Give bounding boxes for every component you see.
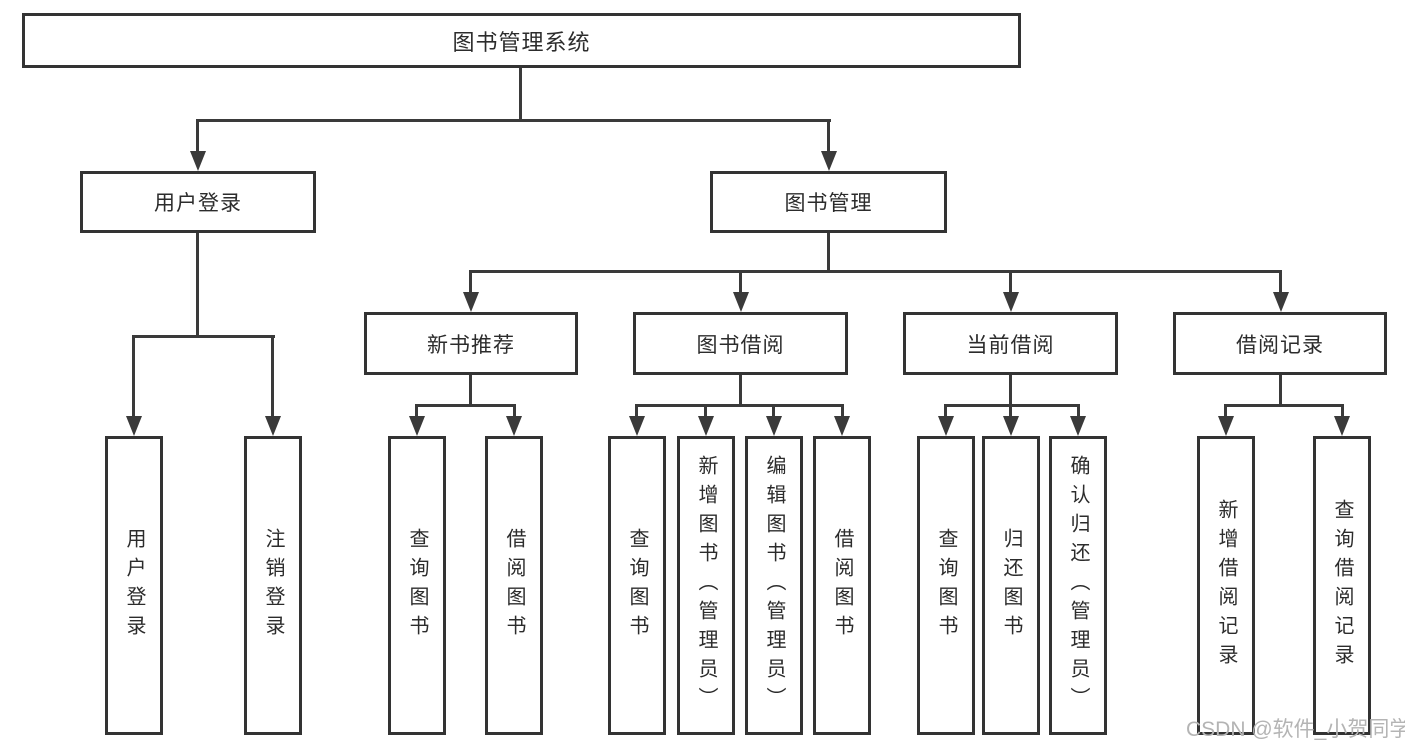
connector-vline <box>132 335 135 417</box>
leaf-label: 确认归还（管理员） <box>1067 455 1089 716</box>
connector-vline <box>271 335 274 417</box>
connector-vline <box>469 270 472 293</box>
arrow-down-icon <box>1273 292 1289 312</box>
leaf-label: 查询图书 <box>626 527 648 644</box>
arrow-down-icon <box>1003 416 1019 436</box>
leaf-add-books-admin: 新增图书（管理员） <box>677 436 735 735</box>
connector-hline <box>944 404 1080 407</box>
connector-vline <box>1279 270 1282 293</box>
connector-vline <box>827 119 830 152</box>
node-label: 当前借阅 <box>966 333 1055 357</box>
leaf-label: 用户登录 <box>123 527 145 644</box>
arrow-down-icon <box>190 151 206 171</box>
arrow-down-icon <box>463 292 479 312</box>
node-label: 图书借阅 <box>696 333 785 357</box>
connector-hline <box>196 119 831 122</box>
node-new-book-recommendation: 新书推荐 <box>364 312 578 375</box>
csdn-watermark: CSDN @软件_小贺同学 <box>1186 718 1405 741</box>
connector-vline <box>196 233 199 337</box>
leaf-user-login: 用户登录 <box>105 436 163 735</box>
node-label: 用户登录 <box>154 192 242 215</box>
leaf-label: 查询借阅记录 <box>1331 498 1353 673</box>
node-borrowing-records: 借阅记录 <box>1173 312 1387 375</box>
arrow-down-icon <box>1070 416 1086 436</box>
arrow-down-icon <box>1334 416 1350 436</box>
arrow-down-icon <box>126 416 142 436</box>
node-library-management-system: 图书管理系统 <box>22 13 1021 68</box>
arrow-down-icon <box>834 416 850 436</box>
connector-vline <box>704 404 707 418</box>
connector-vline <box>944 404 947 418</box>
node-current-borrowing: 当前借阅 <box>903 312 1118 375</box>
node-book-borrowing: 图书借阅 <box>633 312 848 375</box>
arrow-down-icon <box>1003 292 1019 312</box>
arrow-down-icon <box>766 416 782 436</box>
connector-vline <box>1077 404 1080 418</box>
leaf-label: 新增借阅记录 <box>1215 498 1237 673</box>
connector-vline <box>513 404 516 418</box>
leaf-query-borrow-record: 查询借阅记录 <box>1313 436 1371 735</box>
leaf-label: 查询图书 <box>935 527 957 644</box>
connector-vline <box>196 119 199 152</box>
node-book-management: 图书管理 <box>710 171 947 233</box>
arrow-down-icon <box>1218 416 1234 436</box>
arrow-down-icon <box>821 151 837 171</box>
connector-vline <box>1279 375 1282 406</box>
connector-vline <box>1341 404 1344 418</box>
connector-vline <box>415 404 418 418</box>
connector-vline <box>635 404 638 418</box>
leaf-label: 查询图书 <box>406 527 428 644</box>
leaf-add-borrow-record: 新增借阅记录 <box>1197 436 1255 735</box>
leaf-label: 归还图书 <box>1000 527 1022 644</box>
leaf-logout: 注销登录 <box>244 436 302 735</box>
connector-vline <box>469 375 472 406</box>
leaf-edit-books-admin: 编辑图书（管理员） <box>745 436 803 735</box>
connector-hline <box>415 404 516 407</box>
leaf-borrow-books-recommend: 借阅图书 <box>485 436 543 735</box>
connector-vline <box>1009 375 1012 406</box>
connector-hline <box>635 404 844 407</box>
connector-vline <box>1009 270 1012 293</box>
connector-vline <box>519 68 522 119</box>
arrow-down-icon <box>733 292 749 312</box>
leaf-query-books-borrow: 查询图书 <box>608 436 666 735</box>
leaf-query-books-recommend: 查询图书 <box>388 436 446 735</box>
connector-vline <box>841 404 844 418</box>
arrow-down-icon <box>698 416 714 436</box>
connector-hline <box>469 270 1282 273</box>
leaf-label: 借阅图书 <box>503 527 525 644</box>
connector-hline <box>132 335 275 338</box>
leaf-label: 注销登录 <box>262 527 284 644</box>
leaf-query-books-current: 查询图书 <box>917 436 975 735</box>
connector-vline <box>827 233 830 273</box>
connector-vline <box>739 270 742 293</box>
node-label: 新书推荐 <box>427 333 515 357</box>
arrow-down-icon <box>409 416 425 436</box>
node-user-login: 用户登录 <box>80 171 316 233</box>
arrow-down-icon <box>506 416 522 436</box>
connector-vline <box>772 404 775 418</box>
leaf-borrow-books: 借阅图书 <box>813 436 871 735</box>
leaf-label: 借阅图书 <box>831 527 853 644</box>
connector-vline <box>1009 404 1012 418</box>
connector-vline <box>739 375 742 406</box>
leaf-return-books: 归还图书 <box>982 436 1040 735</box>
leaf-label: 编辑图书（管理员） <box>763 455 785 716</box>
connector-hline <box>1224 404 1344 407</box>
node-label: 图书管理 <box>784 192 873 215</box>
node-label: 图书管理系统 <box>452 29 591 55</box>
arrow-down-icon <box>629 416 645 436</box>
connector-vline <box>1224 404 1227 418</box>
arrow-down-icon <box>265 416 281 436</box>
node-label: 借阅记录 <box>1236 333 1324 357</box>
leaf-confirm-return-admin: 确认归还（管理员） <box>1049 436 1107 735</box>
leaf-label: 新增图书（管理员） <box>695 455 717 716</box>
arrow-down-icon <box>938 416 954 436</box>
